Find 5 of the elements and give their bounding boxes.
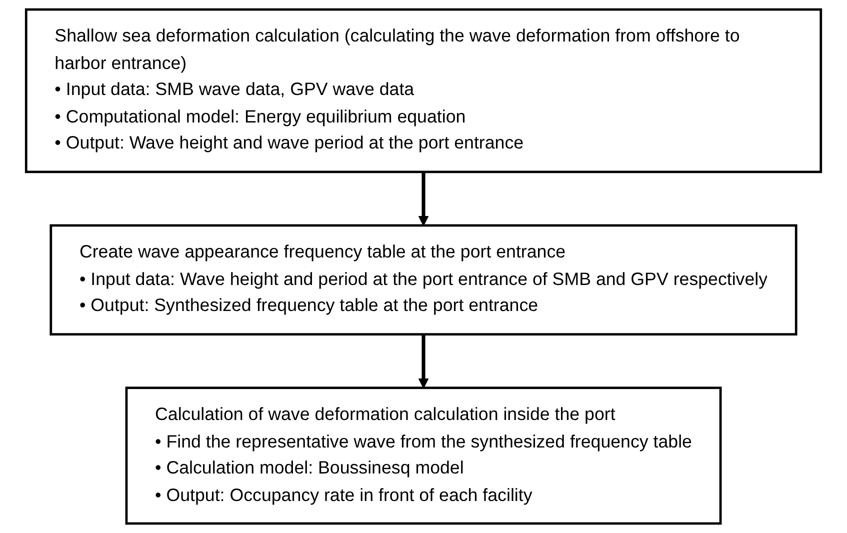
node-box [50,224,798,336]
node-box [24,8,822,174]
arrow [418,172,429,226]
arrow [418,334,429,388]
node-box [125,386,722,525]
